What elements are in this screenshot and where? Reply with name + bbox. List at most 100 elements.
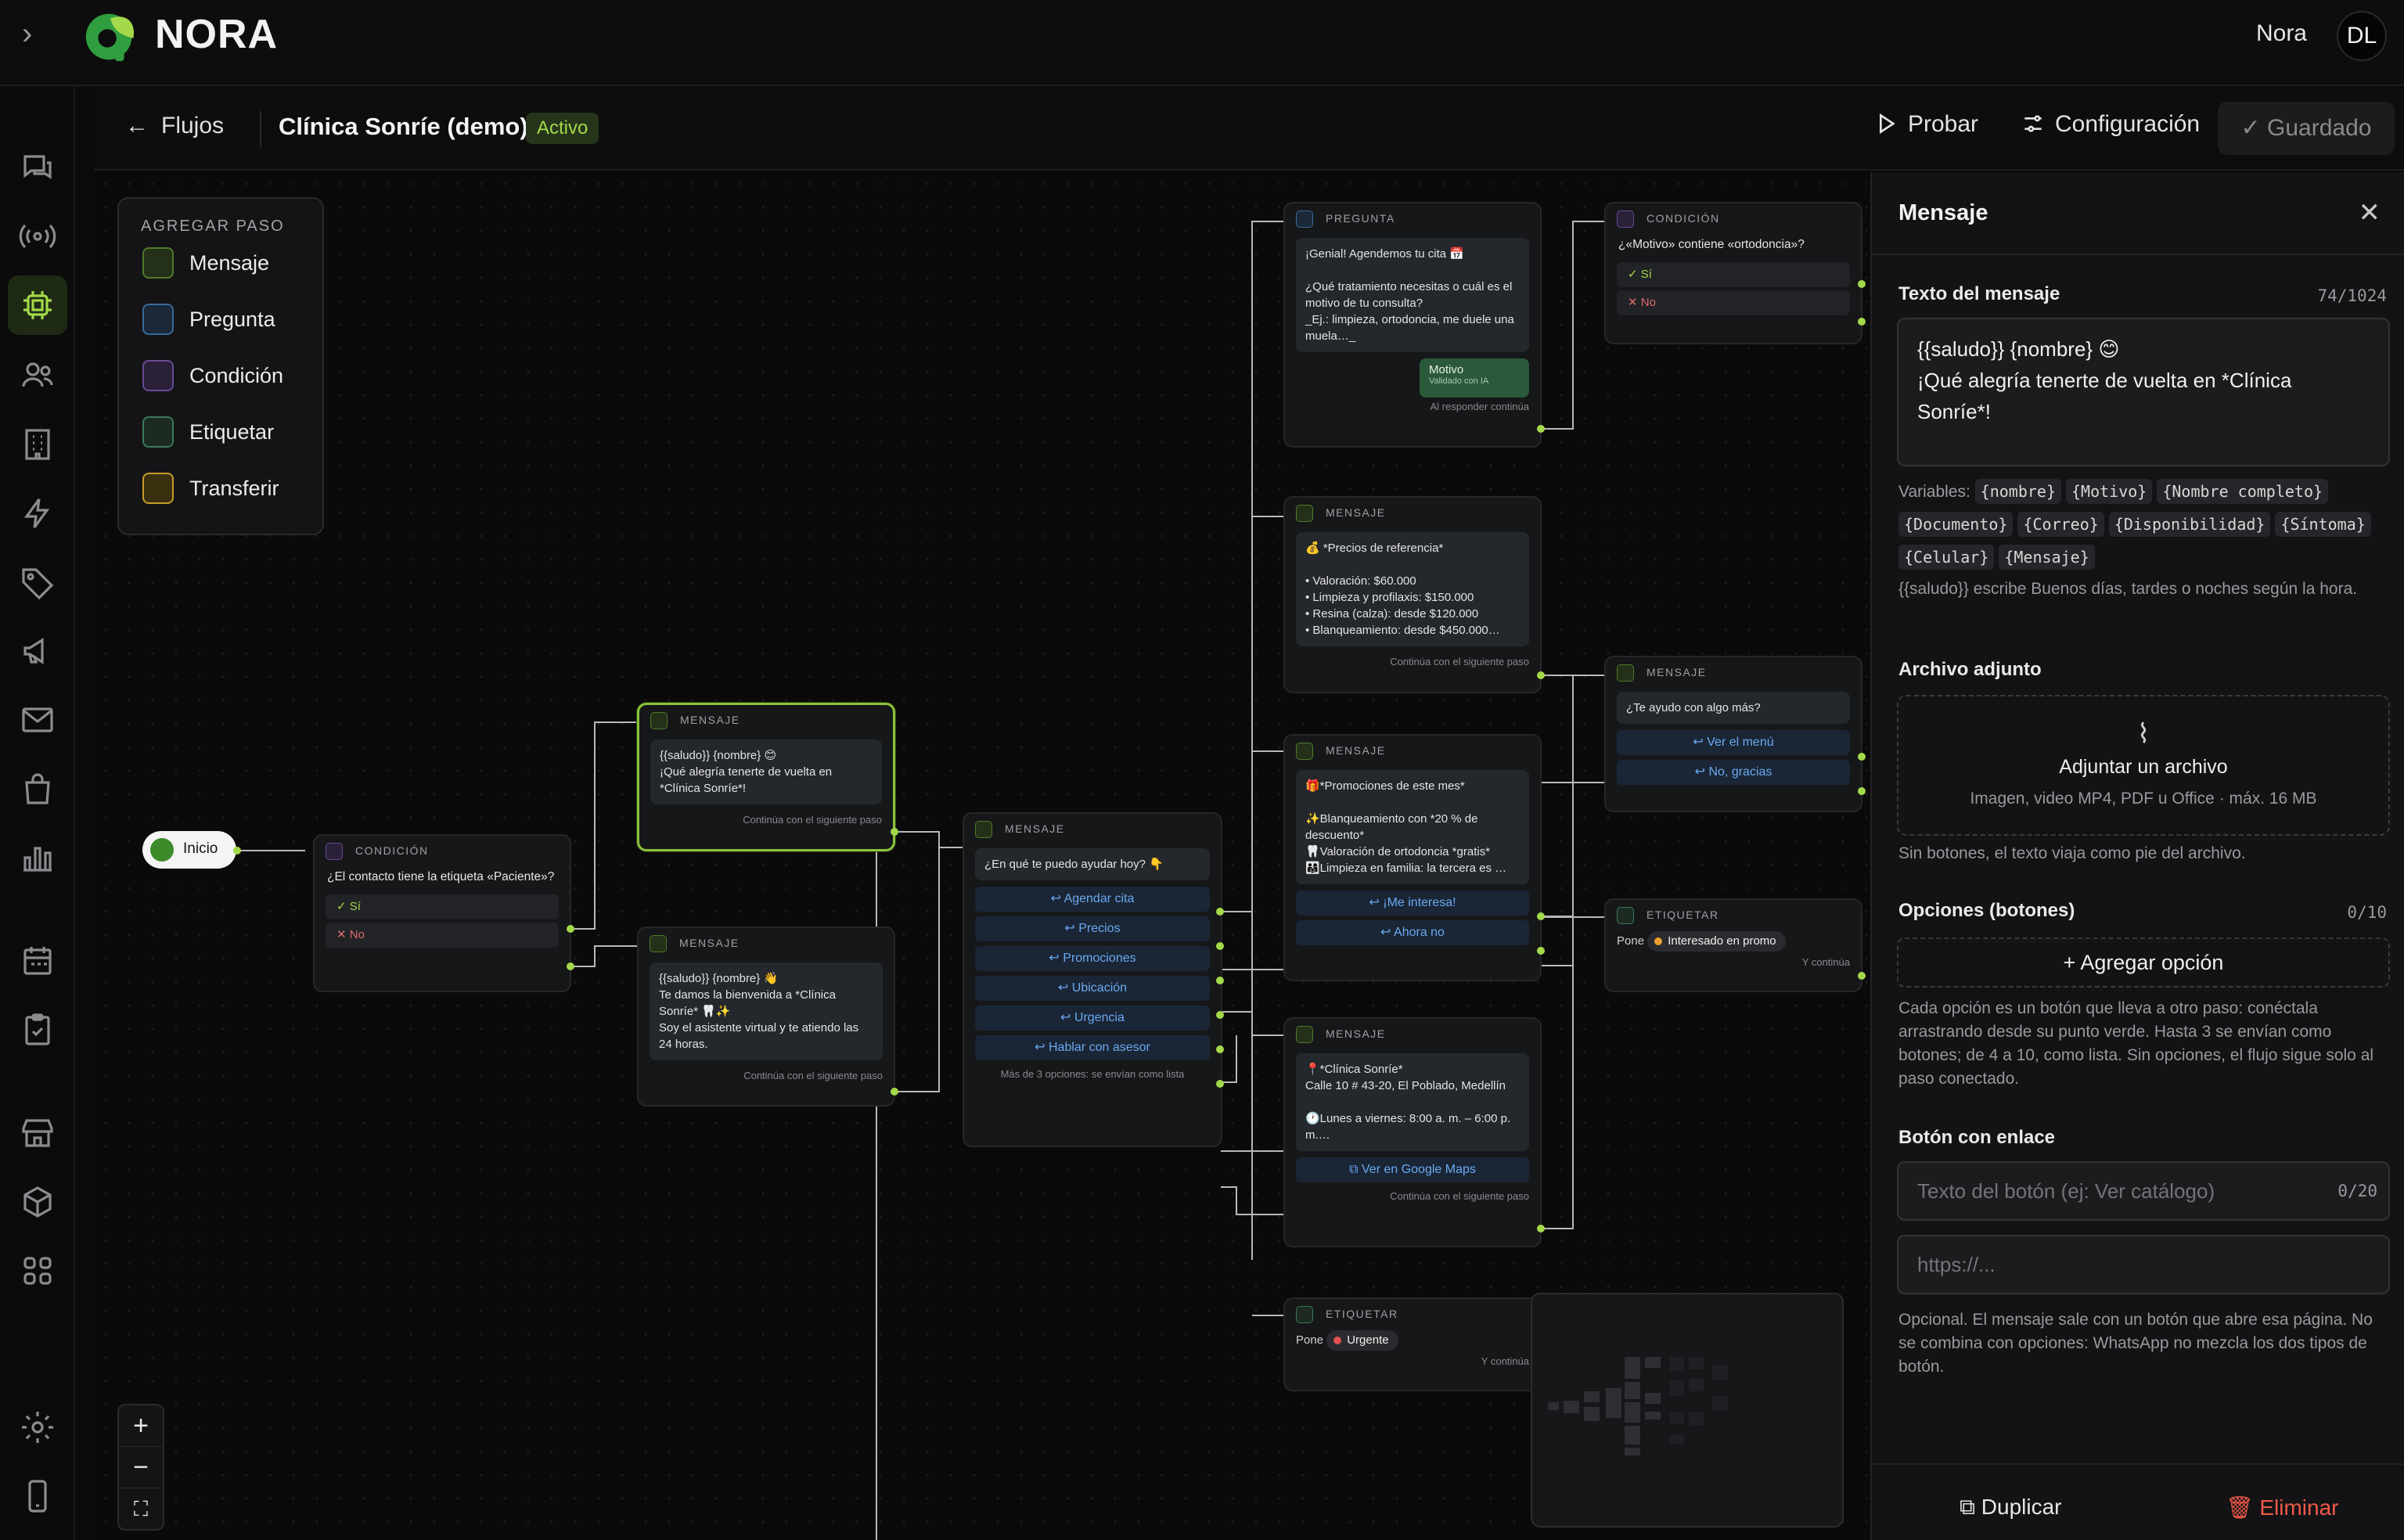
cube-icon[interactable] (19, 1183, 58, 1222)
variable-chip[interactable]: {Correo} (2017, 512, 2104, 537)
message-node-returning[interactable]: MENSAJE {{saludo}} {nombre} 😊 ¡Qué alegr… (637, 703, 895, 851)
tag-node-urgent[interactable]: ETIQUETAR Pone Urgente Y continúa (1283, 1297, 1542, 1391)
option-button[interactable]: ↩ Hablar con asesor (975, 1035, 1210, 1060)
flows-chip-icon[interactable] (8, 275, 67, 335)
output-port[interactable] (1537, 425, 1545, 433)
tag-node-promo-interest[interactable]: ETIQUETAR Pone Interesado en promo Y con… (1604, 898, 1862, 992)
question-node-appointment[interactable]: PREGUNTA ¡Genial! Agendemos tu cita 📅 ¿Q… (1283, 202, 1542, 448)
minimap[interactable] (1531, 1293, 1844, 1527)
output-port[interactable] (1216, 1045, 1224, 1053)
palette-item-condition[interactable]: Condición (142, 358, 283, 393)
building-icon[interactable] (19, 426, 58, 465)
saved-button[interactable]: ✓ Guardado (2218, 102, 2395, 155)
store-icon[interactable] (19, 1114, 58, 1153)
output-port[interactable] (1216, 908, 1224, 916)
variable-chip[interactable]: {Motivo} (2066, 479, 2153, 504)
output-port[interactable] (1537, 947, 1545, 955)
shopping-bag-icon[interactable] (19, 770, 58, 809)
mail-icon[interactable] (19, 701, 58, 740)
link-button[interactable]: ⧉ Ver en Google Maps (1296, 1157, 1529, 1182)
output-port[interactable] (567, 962, 574, 970)
back-to-flows-button[interactable]: ←Flujos (125, 113, 224, 139)
option-button[interactable]: ↩ Urgencia (975, 1006, 1210, 1031)
lightning-icon[interactable] (19, 495, 58, 534)
output-port[interactable] (891, 828, 898, 836)
message-node-more-help[interactable]: MENSAJE ¿Te ayudo con algo más? ↩ Ver el… (1604, 656, 1862, 812)
users-icon[interactable] (19, 357, 58, 396)
message-node-menu[interactable]: MENSAJE ¿En qué te puedo ayudar hoy? 👇 ↩… (963, 812, 1222, 1147)
message-textarea[interactable]: {{saludo}} {nombre} 😊 ¡Qué alegría tener… (1897, 318, 2390, 466)
test-button[interactable]: Probar (1873, 111, 1978, 138)
avatar[interactable]: DL (2337, 11, 2387, 61)
clipboard-check-icon[interactable] (19, 1011, 58, 1050)
palette-item-message[interactable]: Mensaje (142, 246, 269, 280)
output-port[interactable] (1216, 1011, 1224, 1019)
chat-icon[interactable] (19, 149, 58, 188)
variable-chip[interactable]: {Documento} (1898, 512, 2014, 537)
add-option-button[interactable]: + Agregar opción (1897, 937, 2390, 988)
variable-chip[interactable]: {Celular} (1898, 545, 1995, 570)
duplicate-button[interactable]: ⧉ Duplicar (1960, 1495, 2062, 1519)
variable-chip[interactable]: {Nombre completo} (2157, 479, 2329, 504)
variable-chip[interactable]: {Disponibilidad} (2108, 512, 2271, 537)
message-node-welcome[interactable]: MENSAJE {{saludo}} {nombre} 👋 Te damos l… (637, 927, 895, 1106)
variable-chip[interactable]: {nombre} (1974, 479, 2061, 504)
variable-chip[interactable]: {Mensaje} (1999, 545, 2095, 570)
variable-chip[interactable]: {Síntoma} (2275, 512, 2371, 537)
tag-icon[interactable] (19, 563, 58, 603)
option-button[interactable]: ↩ Agendar cita (975, 887, 1210, 912)
link-text-input[interactable]: Texto del botón (ej: Ver catálogo)0/20 (1897, 1161, 2390, 1221)
fit-view-button[interactable]: ⛶ (133, 1497, 149, 1520)
condition-node-orthodontics[interactable]: CONDICIÓN ¿«Motivo» contiene «ortodoncia… (1604, 202, 1862, 344)
output-port[interactable] (1537, 912, 1545, 920)
output-port[interactable] (1858, 318, 1866, 326)
output-port[interactable] (1858, 972, 1866, 980)
option-button[interactable]: ↩ Precios (975, 916, 1210, 941)
output-port[interactable] (891, 1088, 898, 1096)
option-button[interactable]: ↩ No, gracias (1617, 760, 1850, 785)
start-node[interactable]: Inicio (142, 831, 236, 869)
flow-canvas[interactable]: AGREGAR PASO Mensaje Pregunta Condición … (94, 172, 1870, 1540)
broadcast-icon[interactable] (19, 218, 58, 257)
output-port[interactable] (1858, 280, 1866, 288)
condition-no-row[interactable]: ✕ No (1617, 290, 1850, 315)
bar-chart-icon[interactable] (19, 839, 58, 878)
condition-yes-row[interactable]: ✓ Sí (326, 894, 559, 919)
option-button[interactable]: ↩ Ubicación (975, 976, 1210, 1001)
delete-button[interactable]: 🗑 Eliminar (2226, 1495, 2339, 1520)
message-node-promotions[interactable]: MENSAJE 🎁*Promociones de este mes* ✨Blan… (1283, 734, 1542, 981)
mobile-phone-icon[interactable] (19, 1477, 58, 1517)
output-port[interactable] (1537, 671, 1545, 679)
option-button[interactable]: ↩ Ahora no (1296, 920, 1529, 945)
palette-item-transfer[interactable]: Transferir (142, 471, 279, 506)
output-port[interactable] (1216, 1080, 1224, 1088)
condition-node-patient[interactable]: CONDICIÓN ¿El contacto tiene la etiqueta… (313, 834, 571, 992)
zoom-in-button[interactable]: + (119, 1405, 163, 1447)
output-port[interactable] (567, 925, 574, 933)
option-button[interactable]: ↩ Ver el menú (1617, 730, 1850, 755)
apps-grid-icon[interactable] (19, 1252, 58, 1291)
option-button[interactable]: ↩ ¡Me interesa! (1296, 891, 1529, 916)
output-port[interactable] (1858, 753, 1866, 761)
output-port[interactable] (1216, 942, 1224, 950)
palette-item-question[interactable]: Pregunta (142, 302, 275, 336)
palette-item-tag[interactable]: Etiquetar (142, 415, 274, 449)
output-port[interactable] (1216, 977, 1224, 984)
message-node-prices[interactable]: MENSAJE 💰 *Precios de referencia* • Valo… (1283, 496, 1542, 693)
attachment-dropzone[interactable]: ⌇ Adjuntar un archivo Imagen, video MP4,… (1897, 695, 2390, 836)
output-port[interactable] (1537, 1225, 1545, 1232)
chevron-right-icon[interactable]: › (22, 16, 33, 51)
megaphone-icon[interactable] (19, 632, 58, 671)
close-icon[interactable]: ✕ (2358, 198, 2381, 228)
zoom-out-button[interactable]: − (119, 1447, 163, 1488)
condition-yes-row[interactable]: ✓ Sí (1617, 262, 1850, 287)
configuration-button[interactable]: Configuración (2021, 111, 2200, 138)
output-port[interactable] (233, 847, 241, 855)
url-input[interactable]: https://... (1897, 1235, 2390, 1294)
condition-no-row[interactable]: ✕ No (326, 923, 559, 948)
output-port[interactable] (1858, 787, 1866, 795)
option-button[interactable]: ↩ Promociones (975, 946, 1210, 971)
message-node-location[interactable]: MENSAJE 📍*Clínica Sonríe* Calle 10 # 43-… (1283, 1017, 1542, 1247)
calendar-icon[interactable] (19, 942, 58, 981)
settings-gear-icon[interactable] (19, 1409, 58, 1448)
